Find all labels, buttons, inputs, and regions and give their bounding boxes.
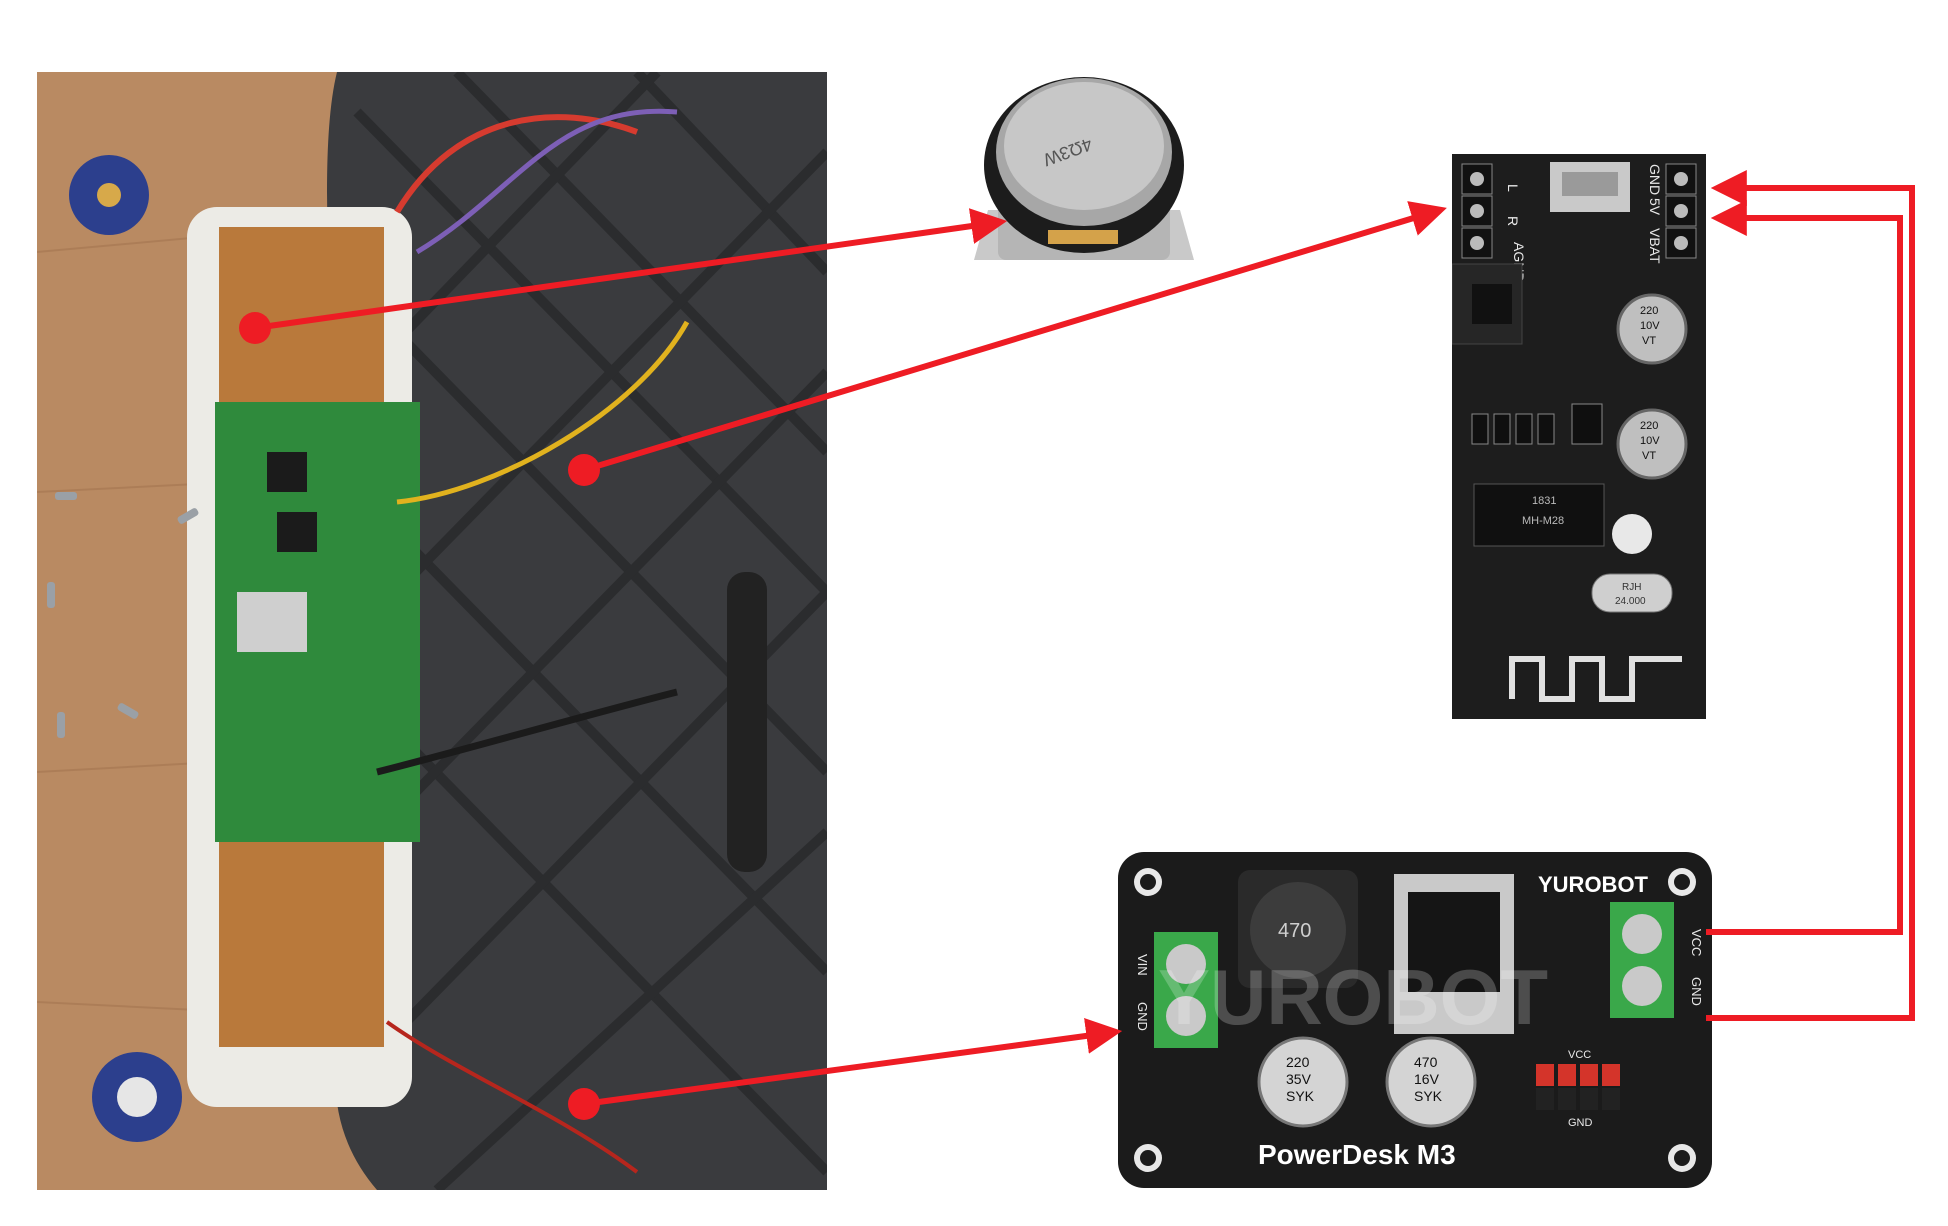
gnd-out-label: GND bbox=[1689, 977, 1704, 1006]
pin-label-vbat: VBAT bbox=[1647, 228, 1663, 264]
vcc-label: VCC bbox=[1689, 929, 1704, 956]
chip-code: 1831 bbox=[1532, 495, 1556, 507]
cap-a-voltage: 35V bbox=[1286, 1071, 1312, 1087]
brand-logo: YUROBOT bbox=[1538, 872, 1649, 897]
pin-label-gnd: GND bbox=[1647, 164, 1663, 195]
pin-label-r: R bbox=[1505, 216, 1521, 226]
cap-b-value: 470 bbox=[1414, 1054, 1438, 1070]
brand-watermark: YUROBOT bbox=[1158, 953, 1548, 1041]
pin-label-l: L bbox=[1505, 184, 1521, 192]
cap1-brand: VT bbox=[1642, 335, 1656, 347]
wire-vcc-to-5v bbox=[1706, 200, 1903, 935]
cap2-brand: VT bbox=[1642, 450, 1656, 462]
cap-b-brand: SYK bbox=[1414, 1088, 1443, 1104]
cap-a-value: 220 bbox=[1286, 1054, 1310, 1070]
cap1-voltage: 10V bbox=[1640, 320, 1660, 332]
vin-label: VIN bbox=[1135, 954, 1150, 976]
wire-gnd-to-gnd bbox=[1706, 170, 1915, 1021]
cap-b-voltage: 16V bbox=[1414, 1071, 1440, 1087]
speaker-4ohm-3w: 4Ω3W bbox=[958, 60, 1210, 278]
bluetooth-audio-module: L R AGND GND 5V VBAT 220 10V VT 220 10V … bbox=[1452, 154, 1706, 719]
header-gnd-label: GND bbox=[1568, 1117, 1593, 1129]
module-name: PowerDesk M3 bbox=[1258, 1139, 1456, 1170]
cap2-value: 220 bbox=[1640, 420, 1658, 432]
device-teardown-photo bbox=[37, 72, 827, 1190]
header-vcc-label: VCC bbox=[1568, 1049, 1591, 1061]
cap1-value: 220 bbox=[1640, 305, 1658, 317]
cap-a-brand: SYK bbox=[1286, 1088, 1315, 1104]
crystal-freq: 24.000 bbox=[1615, 596, 1646, 607]
gnd-in-label: GND bbox=[1135, 1002, 1150, 1031]
cap2-voltage: 10V bbox=[1640, 435, 1660, 447]
pin-label-5v: 5V bbox=[1647, 198, 1663, 216]
chip-model: MH-M28 bbox=[1522, 515, 1564, 527]
inductor-label: 470 bbox=[1278, 920, 1311, 942]
crystal-brand: RJH bbox=[1622, 582, 1641, 593]
power-module-powerdesk-m3: 470 YUROBOT VIN GND VCC GND 220 35V SYK … bbox=[1118, 852, 1712, 1188]
